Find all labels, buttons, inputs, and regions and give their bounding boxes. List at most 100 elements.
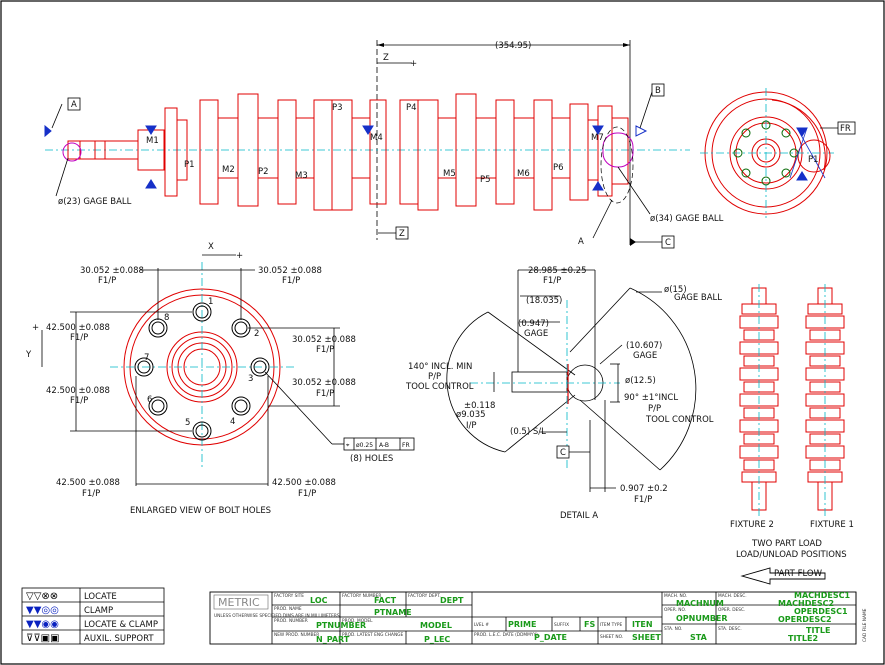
tol-value: ø0.25 [356, 442, 373, 449]
prod-number-header: PROD. NUMBER [274, 618, 308, 624]
datum-z-flag: Z [399, 229, 405, 239]
gage-ball-right-note: ø(34) GAGE BALL [650, 214, 724, 224]
detail-dim-10607: (10.607) [626, 341, 662, 351]
dim-left-lower: 42.500 ±0.088 [46, 386, 110, 396]
hole-4: 4 [230, 417, 235, 427]
dim-top-right: 30.052 ±0.088 [258, 266, 322, 276]
dim-right-lower-fp: F1/P [316, 389, 334, 399]
factory-site-value: LOC [310, 596, 328, 605]
title-2: TITLE2 [788, 634, 818, 643]
auxil-support-symbols-icon: ⊽⊽▣▣ [26, 633, 60, 644]
oper-desc-1: OPERDESC1 [794, 607, 848, 616]
legend-clamp: CLAMP [84, 606, 113, 616]
journal-m5: M5 [443, 169, 456, 179]
detail-dim-9035-sub: I/P [466, 421, 477, 431]
journal-m6: M6 [517, 169, 530, 179]
detail-angle-140-c: TOOL CONTROL [405, 382, 474, 392]
detail-datum-c: C [560, 448, 566, 458]
fixture-note-2: LOAD/UNLOAD POSITIONS [736, 550, 847, 560]
dim-bottom-right: 42.500 ±0.088 [272, 478, 336, 488]
item-type-header: ITEM TYPE [600, 622, 623, 628]
feature-control-frame [343, 437, 415, 451]
fixture-note-1: TWO PART LOAD [751, 539, 822, 549]
x-plus: + [236, 251, 243, 261]
dim-left-upper-fp: F1/P [70, 333, 88, 343]
tol-datum-fr: FR [402, 442, 410, 449]
datum-c-flag: C [665, 238, 671, 248]
bolt-view-caption: ENLARGED VIEW OF BOLT HOLES [130, 506, 271, 516]
detail-gage-ball: ø(15) [664, 285, 687, 295]
item-type-value: ITEN [632, 620, 653, 629]
suffix-value: FS [584, 620, 595, 629]
metric-note: UNLESS OTHERWISE SPECIFIED DIMS ARE IN M… [214, 613, 340, 619]
legend-locate: LOCATE [84, 592, 117, 602]
latest-eng-change-value: P_LEC [424, 635, 450, 644]
z-axis-label: Z [383, 53, 389, 63]
dim-bottom-left: 42.500 ±0.088 [56, 478, 120, 488]
detail-a-view: 28.985 ±0.25 F1/P (18.035) (0.947) GAGE … [405, 266, 722, 521]
lec-date-value: P_DATE [534, 633, 567, 642]
detail-angle-90-b: P/P [648, 404, 661, 414]
hole-2: 2 [254, 329, 259, 339]
y-plus: + [32, 323, 39, 333]
detail-dim-125: ø(12.5) [625, 376, 656, 386]
journal-m2: M2 [222, 165, 235, 175]
oper-no-header: OPER. NO. [664, 607, 686, 613]
tol-datums: A-B [379, 442, 389, 449]
detail-caption: DETAIL A [560, 511, 598, 521]
journal-m3: M3 [295, 171, 308, 181]
locate-symbols-icon: ▽▽⊗⊗ [26, 591, 58, 602]
oper-no-value: OPNUMBER [676, 614, 728, 623]
hole-1: 1 [208, 297, 213, 307]
dim-bottom-left-fp: F1/P [82, 489, 100, 499]
mach-desc-1: MACHDESC1 [794, 591, 850, 600]
detail-dim-10607-sub: GAGE [633, 351, 657, 361]
prod-name-header: PROD. NAME [274, 606, 302, 612]
new-prod-value: N_PART [316, 635, 350, 644]
detail-dim-28985-fp: F1/P [543, 276, 561, 286]
journal-p3: P3 [332, 103, 343, 113]
datum-b-flag: B [655, 86, 661, 96]
detail-dim-18035: (18.035) [526, 296, 562, 306]
z-plus: + [410, 59, 417, 69]
sheet-value: SHEET [632, 633, 661, 642]
detail-dim-0907: 0.907 ±0.2 [620, 484, 668, 494]
level-header: LVEL # [474, 622, 489, 628]
dim-top-left-fp: F1/P [98, 276, 116, 286]
journal-p1: P1 [184, 160, 195, 170]
factory-site-header: FACTORY SITE [274, 593, 304, 599]
gage-ball-left-note: ø(23) GAGE BALL [58, 197, 132, 207]
sta-no-value: STA [690, 633, 708, 642]
legend-locate-clamp: LOCATE & CLAMP [84, 620, 158, 630]
prod-number-value: PTNUMBER [316, 621, 366, 630]
latest-eng-change-header: PROD. LATEST ENG CHANGE [342, 632, 403, 638]
overall-length-dim: (354.95) [495, 41, 531, 51]
legend-auxil-support: AUXIL. SUPPORT [84, 634, 154, 644]
prod-name-value: PTNAME [374, 608, 412, 617]
x-axis-label: X [208, 242, 214, 252]
dim-right-upper: 30.052 ±0.088 [292, 335, 356, 345]
detail-dim-0907-fp: F1/P [634, 495, 652, 505]
sta-desc-header: STA. DESC. [718, 626, 742, 632]
dim-top-right-fp: F1/P [282, 276, 300, 286]
hole-5: 5 [185, 418, 190, 428]
detail-angle-90: 90° ±1°INCL [624, 393, 678, 403]
detail-gage-ball-sub: GAGE BALL [674, 293, 722, 303]
factory-dept-header: FACTORY DEPT. [408, 593, 441, 599]
journal-p5: P5 [480, 175, 491, 185]
journal-m7: M7 [591, 133, 604, 143]
part-flow-label: PART FLOW [774, 569, 823, 579]
hole-8: 8 [164, 313, 169, 323]
metric-label: METRIC [218, 596, 260, 609]
y-axis-label: Y [25, 350, 32, 360]
new-prod-header: NEW PROD. NUMBER [274, 632, 319, 638]
mach-desc-2: MACHDESC2 [778, 599, 834, 608]
journal-p2: P2 [258, 167, 269, 177]
journal-m1: M1 [146, 136, 159, 146]
dim-right-lower: 30.052 ±0.088 [292, 378, 356, 388]
locate-clamp-symbols-icon: ▼▼◉◉ [26, 619, 59, 630]
mach-no-header: MACH. NO. [664, 593, 687, 599]
dim-right-upper-fp: F1/P [316, 345, 334, 355]
